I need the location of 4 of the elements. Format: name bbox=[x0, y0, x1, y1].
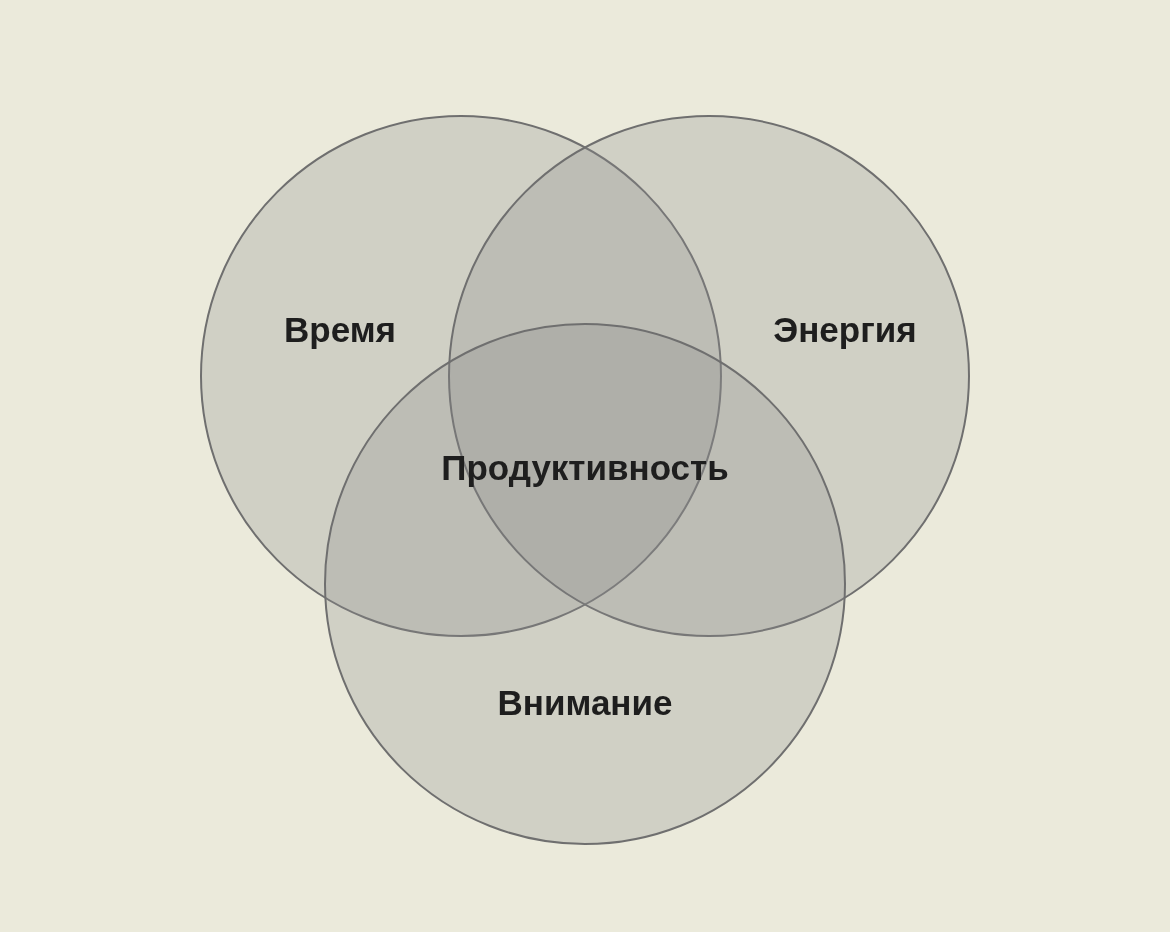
circle-label: Энергия bbox=[773, 310, 917, 350]
intersection-label: Продуктивность bbox=[441, 448, 729, 488]
circle-label: Время bbox=[284, 310, 396, 350]
circle-label: Внимание bbox=[497, 683, 673, 723]
